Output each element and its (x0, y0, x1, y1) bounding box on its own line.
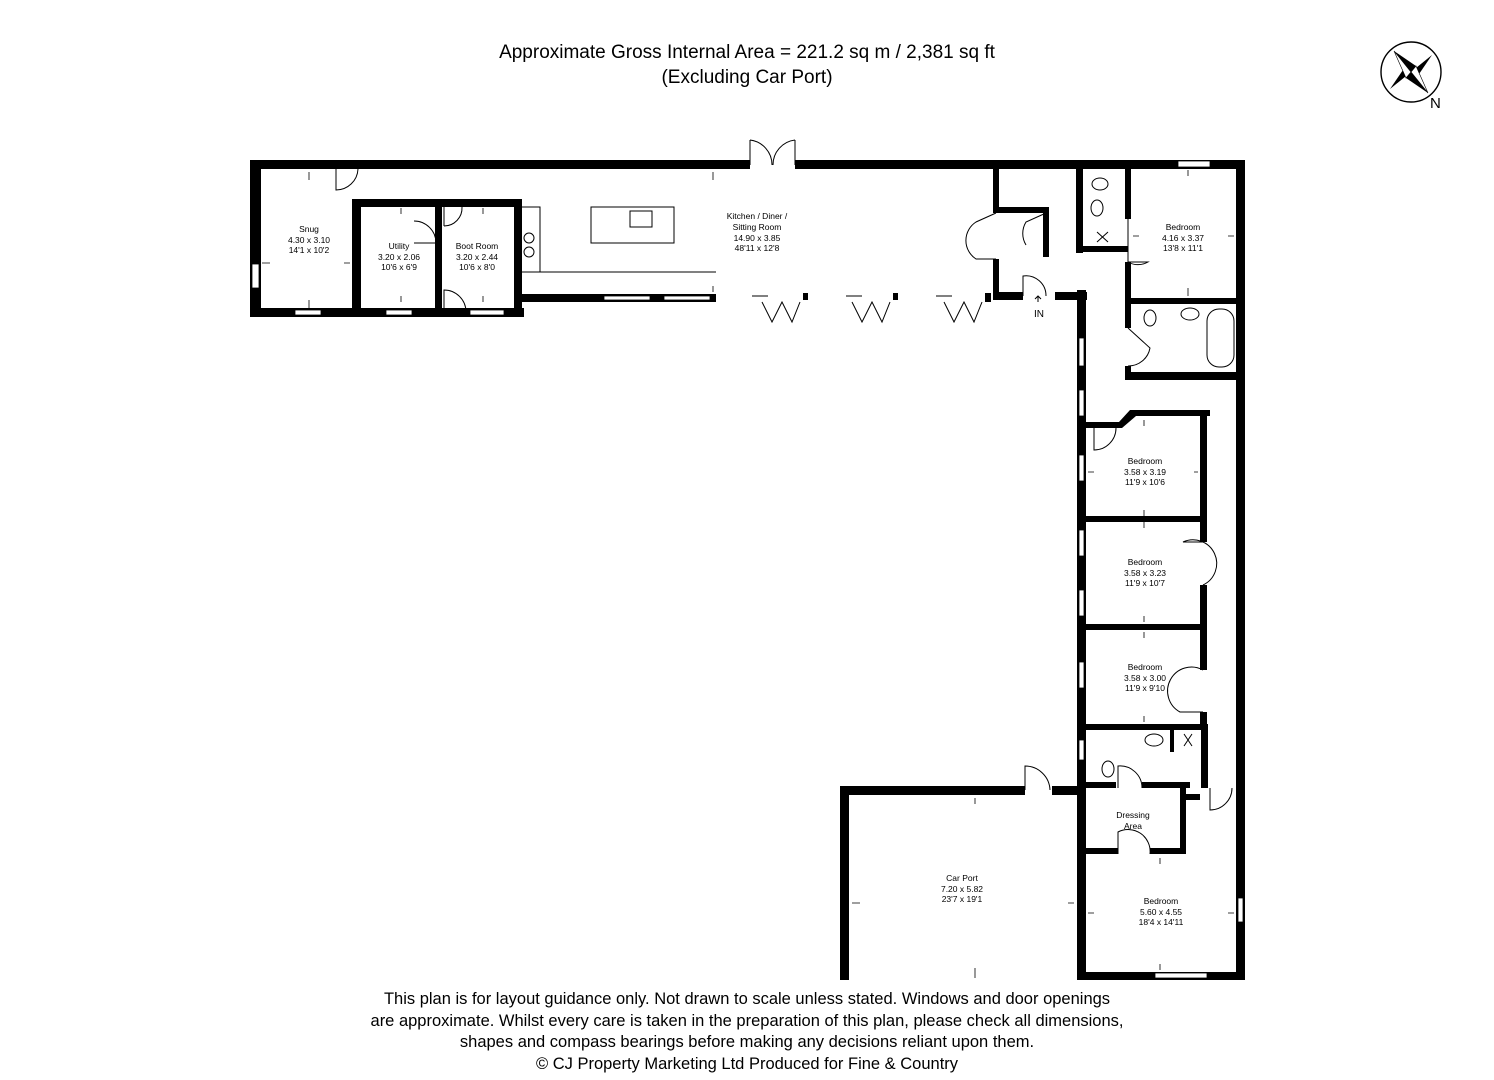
room-imperial: 11'9 x 9'10 (1125, 683, 1165, 693)
shower-icon (1096, 231, 1109, 243)
entrance-label: IN (1034, 309, 1044, 320)
room-bedroom-3: Bedroom 3.58 x 3.23 11'9 x 10'7 (1124, 557, 1166, 588)
room-name-line1: Kitchen / Diner / (727, 211, 788, 221)
fixtures (522, 177, 1235, 778)
room-imperial: 13'8 x 11'1 (1163, 243, 1203, 253)
room-imperial: 10'6 x 6'9 (381, 262, 417, 272)
room-name: Boot Room (456, 241, 499, 251)
plan-header: Approximate Gross Internal Area = 221.2 … (0, 40, 1494, 90)
basin-icon-ensuite (1144, 733, 1164, 747)
room-utility: Utility 3.20 x 2.06 10'6 x 6'9 (378, 241, 420, 272)
doors (335, 139, 1233, 855)
plan-disclaimer: This plan is for layout guidance only. N… (0, 989, 1494, 1075)
room-metric: 3.58 x 3.00 (1124, 673, 1166, 683)
room-bedroom-4: Bedroom 3.58 x 3.00 11'9 x 9'10 (1124, 662, 1166, 693)
compass-north-label: N (1430, 95, 1441, 112)
room-name: Bedroom (1128, 456, 1163, 466)
walls (250, 160, 1245, 980)
room-imperial: 10'6 x 8'0 (459, 262, 495, 272)
room-metric: 3.20 x 2.44 (456, 252, 498, 262)
room-name-line2: Sitting Room (733, 222, 782, 232)
room-bedroom-5: Bedroom 5.60 x 4.55 18'4 x 14'11 (1139, 896, 1184, 927)
toilet-icon-ensuite (1101, 760, 1115, 778)
room-name: Snug (299, 224, 319, 234)
room-metric: 4.16 x 3.37 (1162, 233, 1204, 243)
room-name: Bedroom (1144, 896, 1179, 906)
kitchen-sink-icon (629, 210, 653, 228)
room-metric: 3.58 x 3.23 (1124, 568, 1166, 578)
room-name-line2: Area (1124, 821, 1142, 831)
room-imperial: 48'11 x 12'8 (735, 243, 780, 253)
room-imperial: 11'9 x 10'6 (1125, 477, 1165, 487)
shower-icon-ensuite (1183, 733, 1193, 747)
room-metric: 3.58 x 3.19 (1124, 467, 1166, 477)
room-kitchen: Kitchen / Diner / Sitting Room 14.90 x 3… (727, 211, 788, 253)
room-metric: 5.60 x 4.55 (1140, 907, 1182, 917)
bifold-doors (752, 293, 991, 324)
room-name: Utility (389, 241, 411, 251)
windows (251, 160, 1244, 979)
room-boot-room: Boot Room 3.20 x 2.44 10'6 x 8'0 (456, 241, 499, 272)
entrance-arrow-icon (1034, 295, 1042, 302)
room-bedroom-2: Bedroom 3.58 x 3.19 11'9 x 10'6 (1124, 456, 1166, 487)
basin-icon-bathroom (1180, 307, 1200, 321)
compass-icon: N (1380, 41, 1442, 112)
room-imperial: 18'4 x 14'11 (1139, 917, 1184, 927)
bath-icon (1206, 308, 1235, 368)
disclaimer-line-3: shapes and compass bearings before makin… (459, 1033, 1035, 1051)
room-bedroom-1: Bedroom 4.16 x 3.37 13'8 x 11'1 (1162, 222, 1204, 253)
room-name: Bedroom (1128, 557, 1163, 567)
room-name: Bedroom (1128, 662, 1163, 672)
room-imperial: 23'7 x 19'1 (942, 894, 983, 904)
entrance-marker: IN (1034, 295, 1044, 320)
room-imperial: 11'9 x 10'7 (1125, 578, 1165, 588)
room-car-port: Car Port 7.20 x 5.82 23'7 x 19'1 (941, 873, 983, 904)
room-imperial: 14'1 x 10'2 (289, 245, 330, 255)
dimension-marks (262, 170, 1234, 978)
hob-icon (523, 232, 535, 244)
copyright-line: © CJ Property Marketing Ltd Produced for… (535, 1054, 959, 1073)
room-snug: Snug 4.30 x 3.10 14'1 x 10'2 (288, 224, 330, 255)
room-metric: 14.90 x 3.85 (734, 233, 781, 243)
gross-area-text: Approximate Gross Internal Area = 221.2 … (499, 42, 995, 63)
basin-icon (1090, 199, 1104, 217)
toilet-icon (1091, 177, 1109, 191)
room-name: Car Port (946, 873, 978, 883)
room-name: Bedroom (1166, 222, 1201, 232)
room-name-line1: Dressing (1116, 810, 1150, 820)
room-metric: 4.30 x 3.10 (288, 235, 330, 245)
toilet-icon-bathroom (1143, 309, 1157, 327)
excluding-car-port-text: (Excluding Car Port) (661, 67, 833, 88)
room-metric: 7.20 x 5.82 (941, 884, 983, 894)
room-dressing-area: Dressing Area (1116, 810, 1150, 831)
disclaimer-line-1: This plan is for layout guidance only. N… (383, 990, 1111, 1008)
room-metric: 3.20 x 2.06 (378, 252, 420, 262)
disclaimer-line-2: are approximate. Whilst every care is ta… (370, 1011, 1124, 1030)
